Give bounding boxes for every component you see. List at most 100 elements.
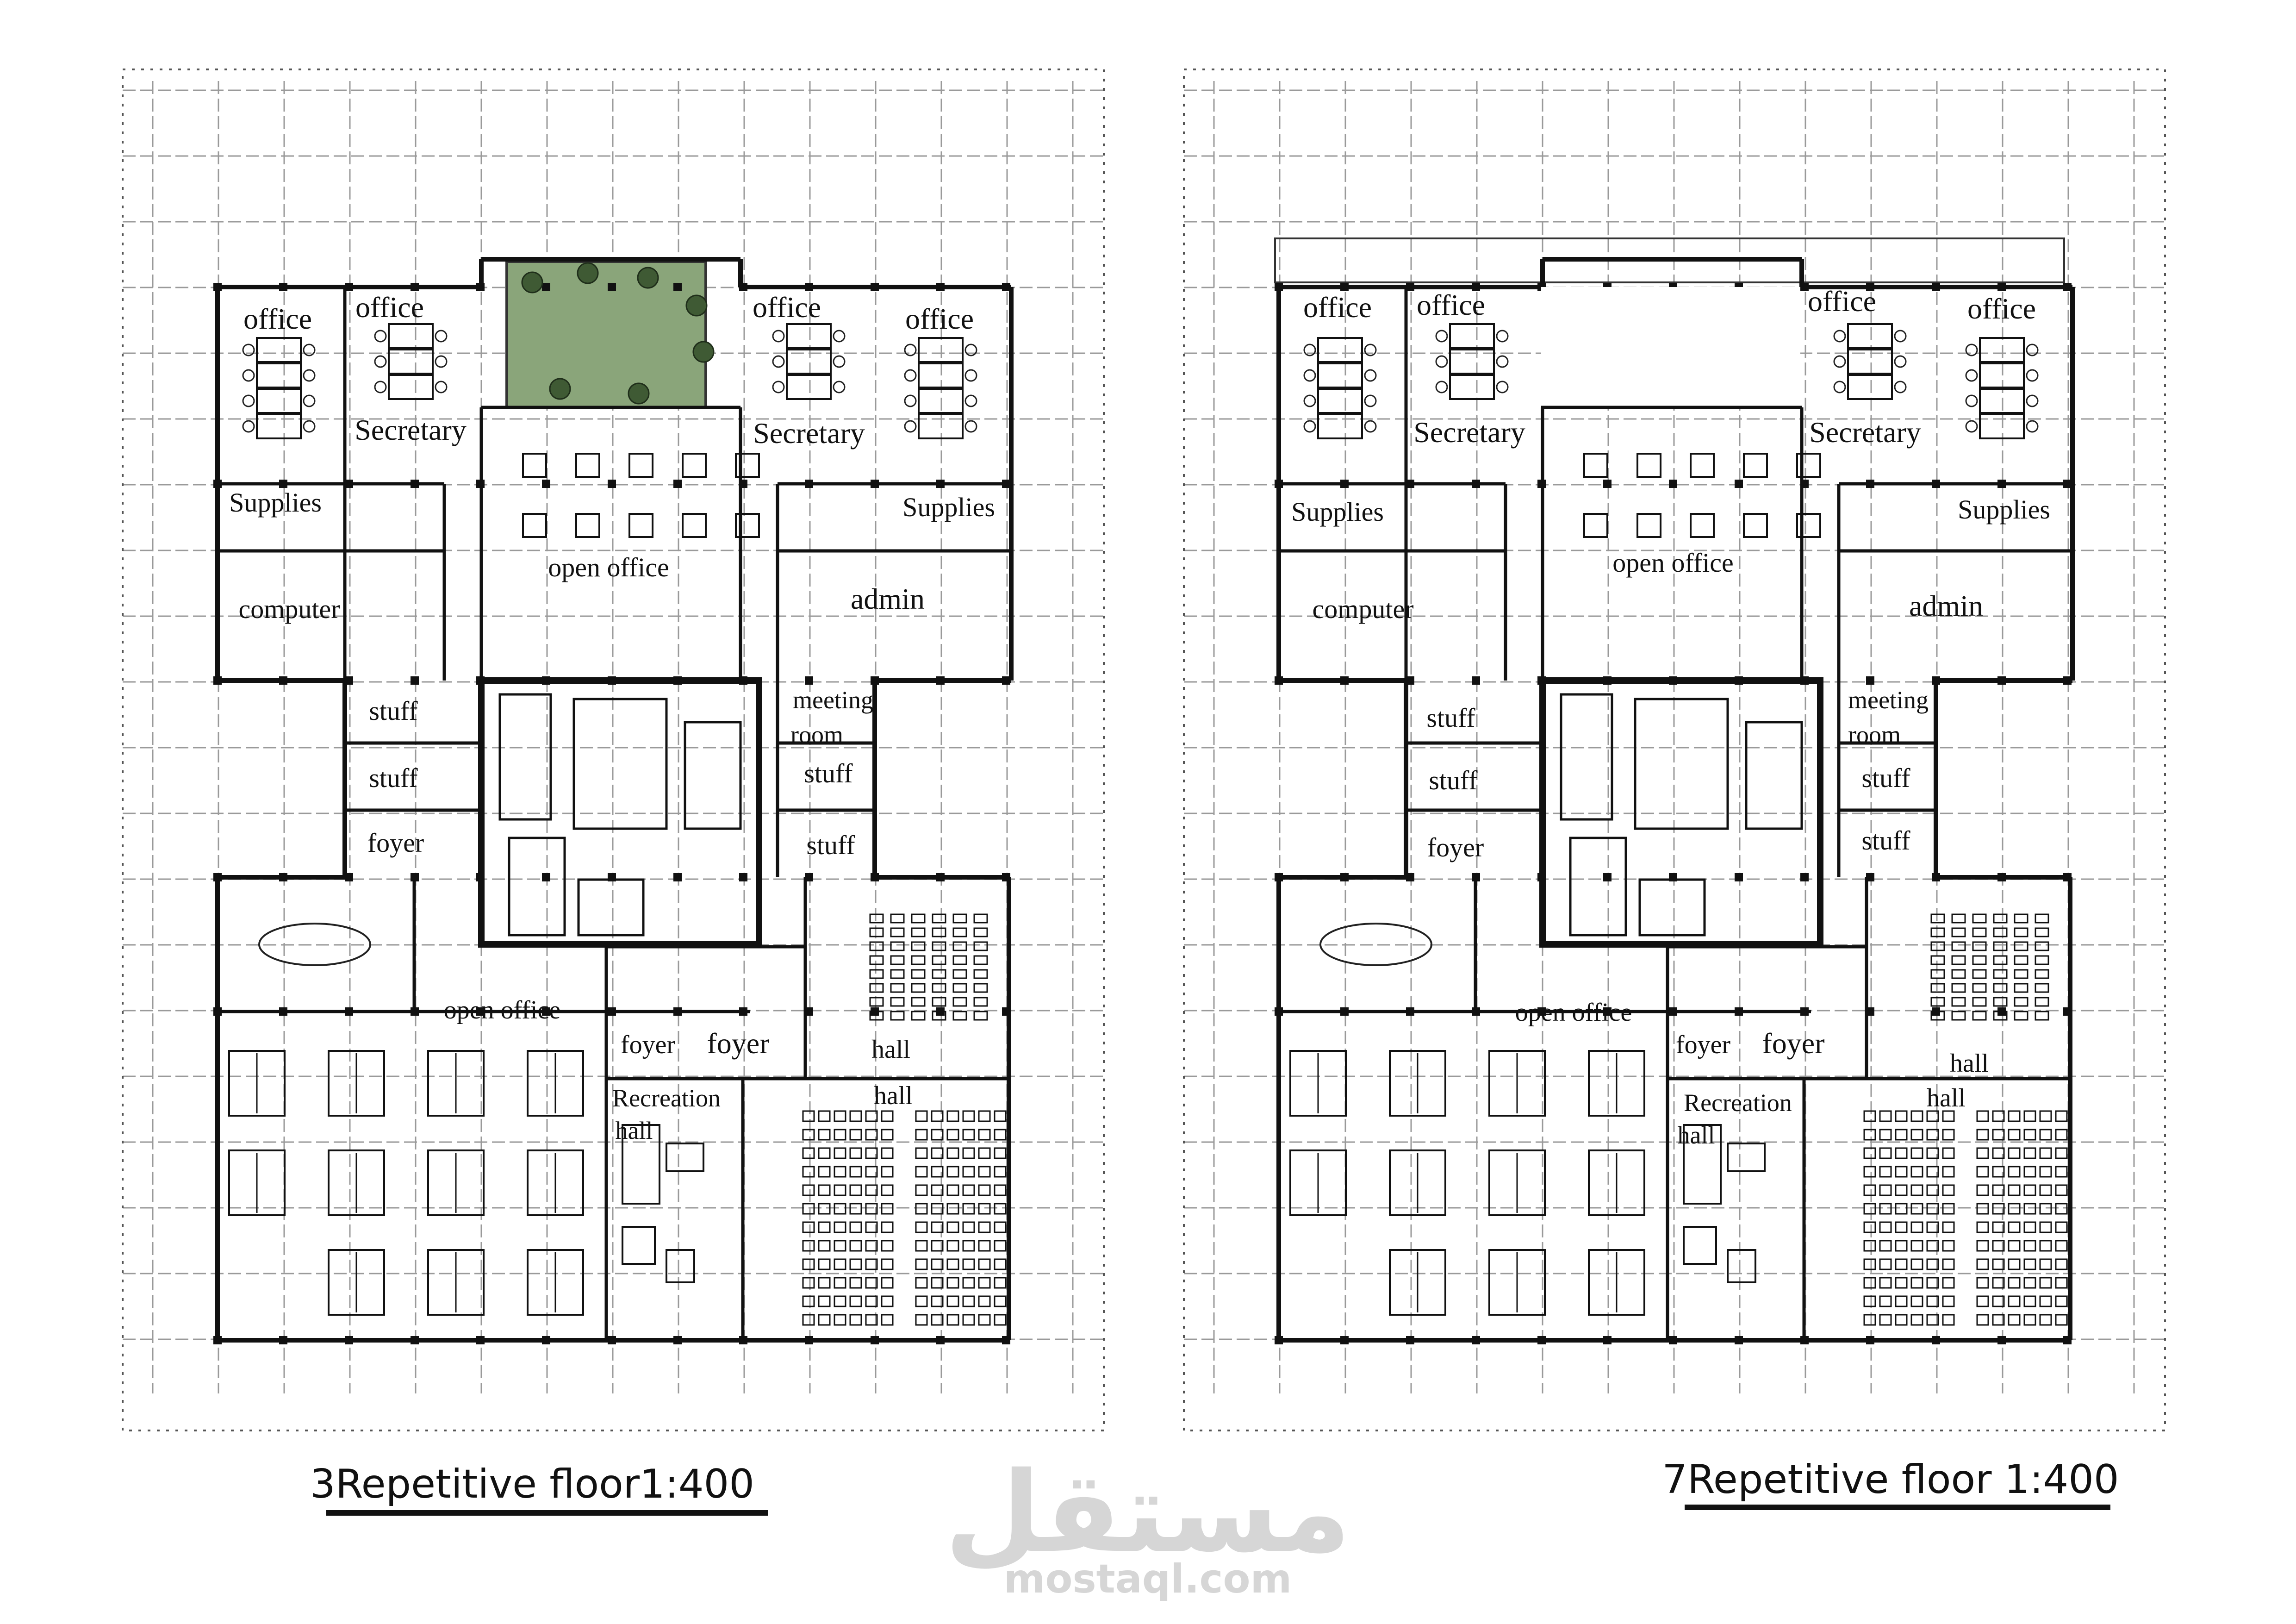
chair <box>374 355 387 368</box>
seat <box>1926 1203 1939 1215</box>
column <box>1932 480 1940 488</box>
seat <box>2039 1147 2052 1159</box>
column <box>1997 1007 2006 1016</box>
seat <box>2055 1110 2068 1122</box>
column <box>1340 480 1349 488</box>
chair <box>772 355 785 368</box>
seat <box>802 1240 815 1252</box>
seat <box>1992 1203 2005 1215</box>
tree-icon <box>577 262 599 284</box>
furniture-left <box>228 323 1007 1326</box>
column <box>673 480 682 488</box>
chair <box>435 330 448 343</box>
room-supplies: Supplies <box>229 487 322 518</box>
column <box>805 676 813 685</box>
chair <box>303 420 316 433</box>
column <box>1735 480 1743 488</box>
column <box>1002 1007 1010 1016</box>
chair <box>1364 420 1377 433</box>
column <box>279 1007 287 1016</box>
chair <box>1364 344 1377 356</box>
column <box>871 480 879 488</box>
column <box>1997 873 2006 881</box>
seat <box>911 955 926 965</box>
tree-icon <box>692 341 715 363</box>
seat <box>1992 1147 2005 1159</box>
seat <box>915 1110 928 1122</box>
seat <box>2008 1221 2021 1233</box>
seat <box>1863 1314 1876 1326</box>
column <box>1735 1336 1743 1344</box>
desk <box>1979 388 2025 414</box>
seat <box>1910 1277 1923 1289</box>
workstation <box>1488 1249 1546 1316</box>
room-computer: computer <box>1312 594 1413 624</box>
seat <box>2039 1166 2052 1178</box>
column <box>608 480 616 488</box>
seat <box>978 1295 991 1307</box>
seat <box>952 983 967 993</box>
seat <box>994 1129 1007 1141</box>
seat <box>994 1314 1007 1326</box>
chair <box>1965 394 1978 407</box>
seat <box>2055 1203 2068 1215</box>
column <box>411 480 419 488</box>
seat <box>1895 1110 1908 1122</box>
seat <box>802 1221 815 1233</box>
column <box>871 1007 879 1016</box>
column <box>1997 676 2006 685</box>
seat <box>973 955 988 965</box>
chair <box>242 344 255 356</box>
column <box>1275 873 1283 881</box>
column <box>1340 676 1349 685</box>
column <box>1340 873 1349 881</box>
seat <box>952 955 967 965</box>
column <box>1537 676 1546 685</box>
seat <box>931 1314 944 1326</box>
column <box>1735 873 1743 881</box>
seat <box>915 1258 928 1270</box>
seat <box>849 1166 862 1178</box>
seat <box>890 983 905 993</box>
column <box>1406 283 1414 291</box>
column <box>279 480 287 488</box>
seat <box>915 1203 928 1215</box>
seat <box>931 1221 944 1233</box>
chair <box>1435 330 1448 343</box>
seat <box>802 1277 815 1289</box>
column <box>608 1007 616 1016</box>
desk <box>1979 362 2025 388</box>
seat <box>818 1221 831 1233</box>
workstation <box>427 1249 485 1316</box>
column <box>213 283 222 291</box>
desk <box>1449 349 1495 375</box>
seat <box>2014 913 2028 924</box>
seat <box>931 1203 944 1215</box>
cafe-table <box>575 453 600 478</box>
column <box>1340 1007 1349 1016</box>
seat <box>2008 1184 2021 1196</box>
seat <box>1926 1147 1939 1159</box>
workstation <box>1289 1149 1347 1216</box>
column <box>1275 676 1283 685</box>
seat <box>2014 927 2028 937</box>
workstation <box>328 1249 385 1316</box>
chair <box>242 394 255 407</box>
seat <box>1993 941 2008 951</box>
room-foyer: foyer <box>707 1027 769 1060</box>
seat <box>1972 913 1987 924</box>
column <box>213 873 222 881</box>
column <box>1669 1007 1677 1016</box>
seat <box>1930 955 1945 965</box>
column <box>411 873 419 881</box>
seat <box>2023 1203 2036 1215</box>
seat <box>2008 1147 2021 1159</box>
seat <box>1972 997 1987 1007</box>
column <box>1669 1336 1677 1344</box>
desk <box>256 388 302 414</box>
seat <box>2055 1277 2068 1289</box>
seat <box>1926 1221 1939 1233</box>
seat <box>2008 1129 2021 1141</box>
seat <box>2039 1110 2052 1122</box>
